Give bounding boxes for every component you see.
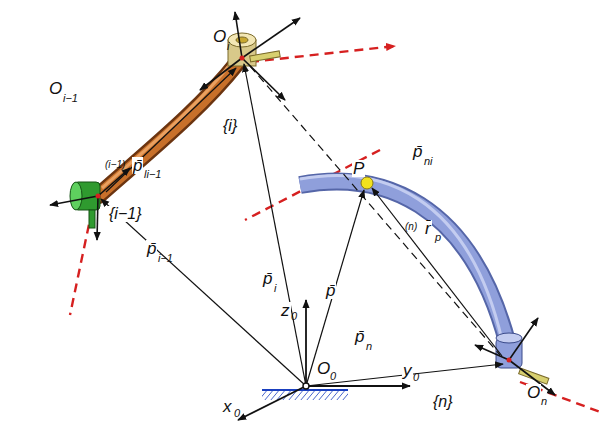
label-index: n xyxy=(365,341,373,352)
symbol-label: P xyxy=(352,160,365,177)
symbol-label: {n} xyxy=(432,394,454,410)
label-index: i xyxy=(273,283,277,294)
symbol-label: p̄ xyxy=(262,270,273,287)
symbol-label: p̄ xyxy=(146,240,157,257)
label-index: 0 xyxy=(412,372,420,383)
label-index: 0 xyxy=(233,408,241,419)
label-index: (n) xyxy=(404,222,418,232)
symbol-label: O xyxy=(526,384,541,401)
symbol-label: O xyxy=(212,28,227,45)
symbol-label: p̄ xyxy=(354,328,365,345)
label-index: li−1 xyxy=(143,169,162,180)
symbol-label: O xyxy=(316,360,331,377)
symbol-label: {i−1} xyxy=(108,206,142,222)
label-index: 0 xyxy=(329,371,337,382)
symbol-label: x xyxy=(222,398,233,415)
label-index: i xyxy=(226,41,230,52)
label-index: (i−1) xyxy=(104,160,126,170)
label-index: i−1 xyxy=(157,253,174,264)
symbol-label: p̄ xyxy=(325,282,336,299)
symbol-label: {i} xyxy=(222,118,238,134)
symbol-label: O xyxy=(48,80,63,97)
symbol-label: y xyxy=(402,362,413,379)
label-index: ni xyxy=(423,156,434,167)
label-index: p xyxy=(434,232,442,243)
symbol-label: z xyxy=(280,302,291,319)
symbol-label: p̄ xyxy=(132,157,143,174)
label-index: 0 xyxy=(290,311,298,322)
label-index: n xyxy=(540,396,548,407)
label-index: i−1 xyxy=(62,93,79,104)
symbol-label: r̄ xyxy=(424,220,432,237)
symbol-label: p̄ xyxy=(412,143,423,160)
